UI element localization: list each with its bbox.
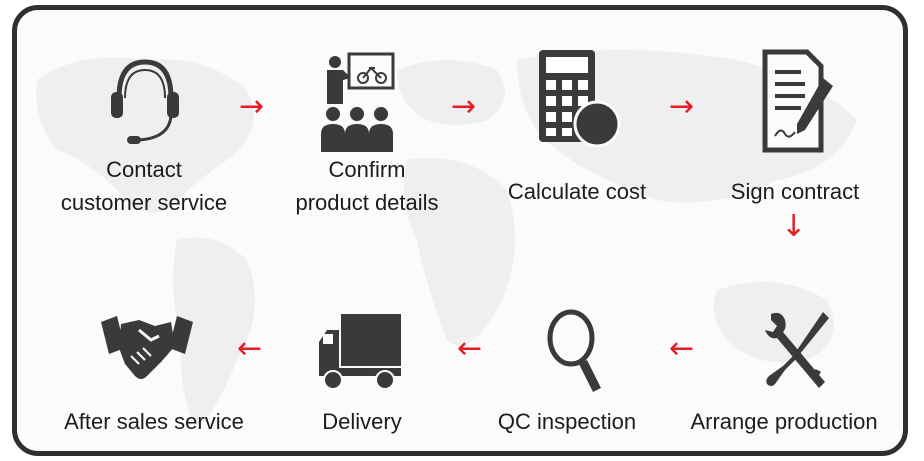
step-after-sales-label: After sales service (64, 409, 244, 434)
magnifier-icon (547, 309, 601, 392)
arrow-right-3: → (669, 89, 695, 124)
arrow-left-1: ← (669, 331, 695, 366)
process-frame: Contact customer service → Confirm produ… (12, 5, 908, 456)
presentation-icon (321, 52, 395, 152)
step-arrange-label: Arrange production (690, 409, 878, 434)
step-delivery-label: Delivery (322, 409, 402, 434)
step-sign-label: Sign contract (730, 179, 860, 204)
arrow-right-1: → (239, 89, 265, 124)
tools-icon (765, 312, 829, 388)
step-contact-label: Contact customer service (39, 153, 249, 219)
step-confirm-line2: product details (295, 190, 439, 215)
arrow-left-2: ← (457, 331, 483, 366)
arrow-down: ↓ (781, 209, 807, 244)
contract-icon (762, 49, 833, 153)
arrow-right-2: → (451, 89, 477, 124)
handshake-icon (101, 316, 193, 379)
step-contact-line2: customer service (60, 190, 228, 215)
step-qc-label: QC inspection (497, 409, 637, 434)
step-confirm-label: Confirm product details (267, 153, 467, 219)
calculator-icon (539, 50, 621, 148)
arrow-left-3: ← (237, 331, 263, 366)
step-calculate-label: Calculate cost (507, 179, 647, 204)
truck-icon (319, 314, 401, 390)
headset-icon (111, 59, 179, 144)
step-contact-line1: Contact (106, 157, 182, 182)
step-confirm-line1: Confirm (328, 157, 406, 182)
